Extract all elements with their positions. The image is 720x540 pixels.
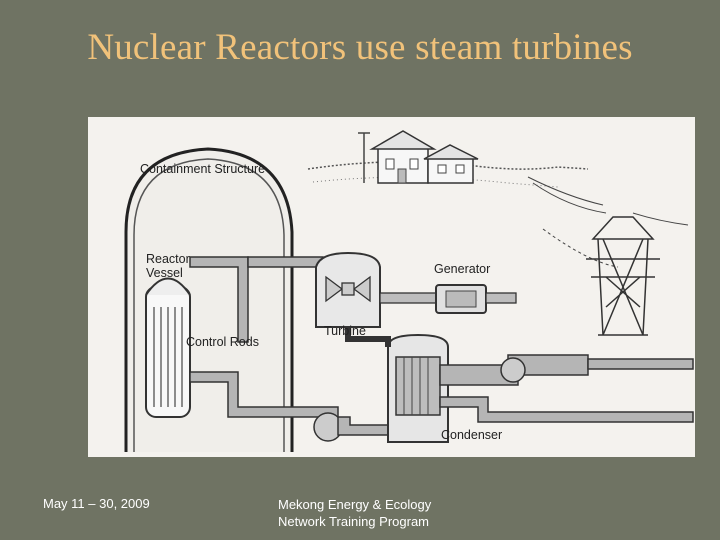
pipe-pump-link (337, 416, 389, 436)
power-line-dashed (542, 228, 619, 268)
label-reactor-line1: Reactor (146, 252, 190, 266)
containment-inner-wall (133, 158, 285, 452)
power-line-2 (532, 182, 607, 214)
footer-org-line2: Network Training Program (278, 514, 429, 529)
pipe-turbine-to-condenser (345, 327, 391, 347)
generator-rotor (445, 290, 477, 308)
nuclear-plant-diagram: Containment Structure Reactor Vessel Con… (88, 117, 695, 457)
pipe-steam-out (247, 256, 324, 268)
cooling-pipe-river-1 (587, 358, 694, 370)
reactor-vessel-dome (145, 277, 191, 296)
condenser-tube-lines (403, 357, 429, 415)
label-reactor-line2: Vessel (146, 266, 183, 280)
label-generator: Generator (434, 262, 490, 276)
cooling-pump-icon (500, 357, 526, 383)
label-condenser: Condenser (441, 428, 502, 442)
power-line-1 (527, 176, 604, 206)
power-line-3 (632, 212, 689, 226)
footer-date: May 11 – 30, 2009 (43, 496, 150, 511)
house-icon (369, 130, 479, 184)
label-control-rods: Control Rods (186, 335, 259, 349)
label-containment: Containment Structure (140, 162, 265, 176)
footer-org-line1: Mekong Energy & Ecology (278, 497, 432, 512)
slide-title: Nuclear Reactors use steam turbines (87, 27, 633, 68)
turbine-blades-icon (325, 275, 371, 303)
transmission-tower-icon (586, 216, 660, 336)
condenser-tubes (395, 356, 441, 416)
generator-shaft (485, 292, 517, 304)
cooling-pipe-return (439, 396, 694, 423)
label-turbine: Turbine (324, 324, 366, 338)
control-rods (153, 307, 183, 407)
footer-org: Mekong Energy & Ecology Network Training… (278, 496, 431, 530)
diagram-svg: Containment Structure Reactor Vessel Con… (124, 130, 694, 452)
turbine-shaft (379, 292, 437, 304)
